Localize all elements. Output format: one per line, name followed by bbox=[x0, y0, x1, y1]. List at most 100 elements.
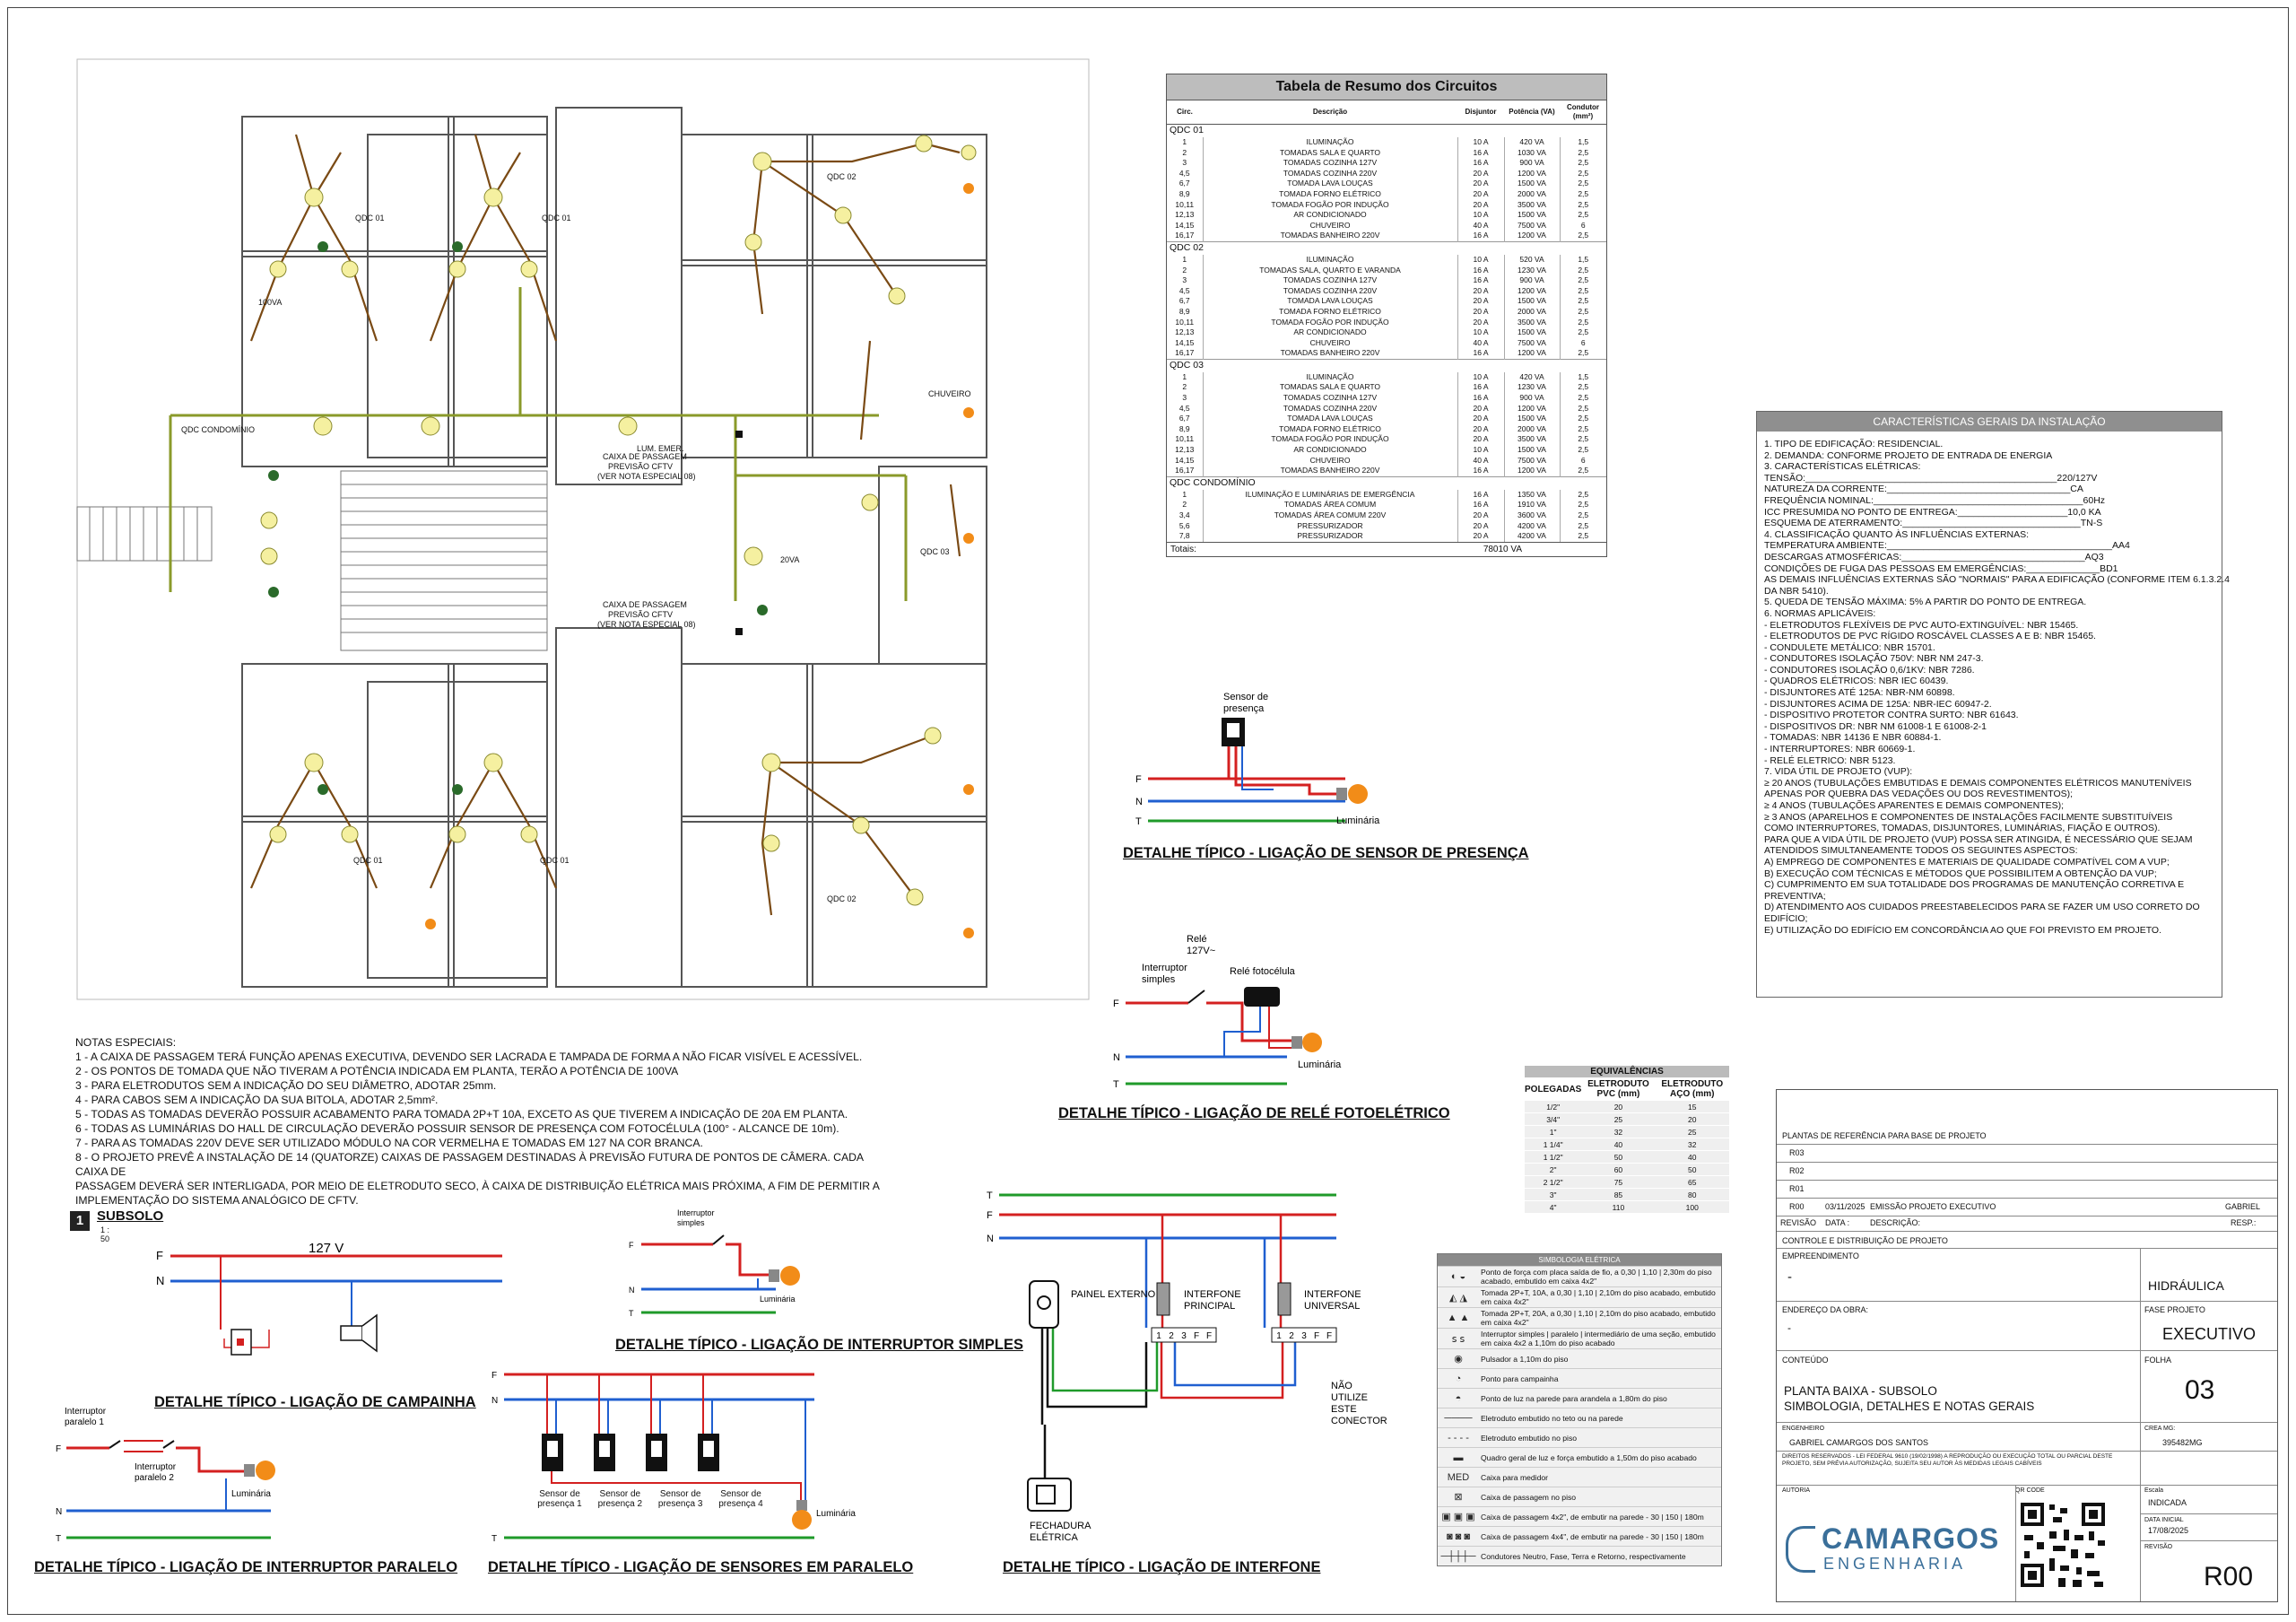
table-cell: 20 A bbox=[1457, 531, 1504, 542]
legend-item: ◭ ◮Tomada 2P+T, 10A, a 0,30 | 1,10 | 2,1… bbox=[1438, 1286, 1721, 1307]
paralelo-s1-label: Interruptor bbox=[65, 1407, 107, 1417]
table-cell: 1200 VA bbox=[1503, 168, 1560, 179]
table-cell: 1" bbox=[1525, 1125, 1582, 1138]
label-chuveiro: CHUVEIRO bbox=[928, 389, 971, 398]
table-cell: 6 bbox=[1559, 220, 1606, 231]
table-cell: 3 bbox=[1182, 158, 1187, 168]
table-cell: 12,13 bbox=[1175, 327, 1195, 337]
sensor-label: Sensor de bbox=[1223, 692, 1268, 702]
table-cell: 2,5 bbox=[1559, 348, 1606, 360]
tb-control: CONTROLE E DISTRIBUIÇÃO DE PROJETO bbox=[1782, 1236, 1948, 1245]
circuit-col-header: Descrição bbox=[1203, 100, 1457, 125]
table-cell: 6,7 bbox=[1178, 296, 1190, 306]
label-qdc-condominio: QDC CONDOMÍNIO bbox=[181, 425, 255, 434]
switch-label-2: simples bbox=[677, 1218, 705, 1227]
legend-item: ◔Ponto para campainha bbox=[1438, 1368, 1721, 1388]
table-cell: 15 bbox=[1655, 1101, 1729, 1113]
table-cell: TOMADAS COZINHA 220V bbox=[1202, 285, 1457, 297]
table-cell: 20 A bbox=[1457, 306, 1504, 318]
terminal-3: 3 bbox=[1181, 1331, 1187, 1341]
characteristics-line: ≥ 4 ANOS (TUBULAÇÕES APARENTES E DEMAIS … bbox=[1764, 800, 2065, 811]
table-cell: 2,5 bbox=[1559, 414, 1606, 424]
table-cell: TOMADA LAVA LOUÇAS bbox=[1202, 414, 1457, 424]
table-cell: 1910 VA bbox=[1503, 500, 1560, 510]
table-cell: 7500 VA bbox=[1503, 455, 1560, 467]
paralelo-s2-label: Interruptor bbox=[135, 1462, 177, 1472]
table-cell: 3500 VA bbox=[1503, 199, 1560, 211]
characteristics-line: - RELÉ ELETRICO: NBR 5123. bbox=[1764, 754, 1896, 766]
table-cell: 20 A bbox=[1457, 423, 1504, 435]
floor-box-icon: ⊠ bbox=[1454, 1492, 1463, 1503]
table-cell: 20 A bbox=[1457, 317, 1504, 328]
table-cell: TOMADAS COZINHA 220V bbox=[1202, 403, 1457, 414]
wire-n-label: N bbox=[56, 1507, 62, 1517]
table-cell: 2 bbox=[1182, 147, 1187, 157]
wall-lights bbox=[268, 241, 768, 795]
lower-apartments bbox=[241, 466, 987, 988]
table-cell: 2,5 bbox=[1559, 275, 1606, 286]
terminal-f1: F bbox=[1194, 1331, 1199, 1341]
switch-1-icon bbox=[109, 1440, 121, 1449]
paralelo-s2b-label: paralelo 2 bbox=[135, 1473, 174, 1483]
stairs bbox=[76, 470, 548, 651]
detail-interfone-diagram: 1 2 3 F F 1 2 3 F F T F N PAINEL EXTERNO… bbox=[987, 1190, 1387, 1543]
characteristics-line: 6. NORMAS APLICÁVEIS: bbox=[1764, 607, 1876, 619]
warning-label-2: UTILIZE bbox=[1331, 1392, 1368, 1403]
table-cell: 2,5 bbox=[1559, 531, 1606, 542]
legend-item: ▣ ▣ ▣Caixa de passagem 4x2", de embutir … bbox=[1438, 1506, 1721, 1526]
characteristics-title: CARACTERÍSTICAS GERAIS DA INSTALAÇÃO bbox=[1757, 412, 2222, 432]
table-cell: 2,5 bbox=[1559, 434, 1606, 446]
paralelo-s1b-label: paralelo 1 bbox=[65, 1417, 104, 1427]
table-cell: 10 A bbox=[1457, 137, 1504, 148]
main-conduits bbox=[169, 287, 908, 601]
table-cell: 1 bbox=[1182, 371, 1187, 381]
legend-item: ◙ ◙ ◙Caixa de passagem 4x4", de embutir … bbox=[1438, 1526, 1721, 1546]
legend-text: Caixa para medidor bbox=[1481, 1472, 1548, 1482]
table-cell: TOMADAS COZINHA 127V bbox=[1202, 158, 1457, 169]
label-100va: 100VA bbox=[258, 298, 282, 307]
table-cell: 3600 VA bbox=[1503, 510, 1560, 521]
table-cell: 2,5 bbox=[1559, 510, 1606, 521]
table-cell: 2,5 bbox=[1559, 393, 1606, 404]
table-cell: TOMADAS ÁREA COMUM bbox=[1202, 500, 1457, 510]
legend-item: ◐ ◒Ponto de força com placa saída de fio… bbox=[1438, 1266, 1721, 1286]
table-cell: TOMADAS COZINHA 127V bbox=[1202, 393, 1457, 404]
note-line: 3 - PARA ELETRODUTOS SEM A INDICAÇÃO DO … bbox=[75, 1079, 497, 1092]
wire-f-label: F bbox=[1113, 998, 1119, 1009]
sensor-3-label: Sensor de presença 3 bbox=[657, 1489, 703, 1509]
tb-rights: DIREITOS RESERVADOS - LEI FEDERAL 9610 (… bbox=[1782, 1453, 2113, 1467]
rele-lamp-label: Luminária bbox=[1298, 1060, 1342, 1070]
table-cell: 7500 VA bbox=[1503, 220, 1560, 231]
table-cell: 4200 VA bbox=[1503, 531, 1560, 542]
photocell-relay-icon bbox=[1244, 987, 1280, 1007]
circuit-total-value: 78010 VA bbox=[1483, 544, 1522, 554]
legend-text: Ponto de força com placa saída de fio, a… bbox=[1481, 1268, 1712, 1286]
characteristics-line: 4. CLASSIFICAÇÃO QUANTO ÀS INFLUÊNCIAS E… bbox=[1764, 528, 2030, 540]
table-cell: 1,5 bbox=[1559, 137, 1606, 148]
wire-t-label: T bbox=[491, 1534, 497, 1544]
characteristics-line: B) EXECUÇÃO COM TÉCNICAS E MÉTODOS QUE P… bbox=[1764, 868, 2157, 879]
legend-text: Eletroduto embutido no piso bbox=[1481, 1433, 1578, 1443]
sensor-2-label: Sensor de presença 2 bbox=[597, 1489, 643, 1509]
table-cell: 3 bbox=[1182, 393, 1187, 403]
tb-rev-r00-desc: EMISSÃO PROJETO EXECUTIVO bbox=[1870, 1202, 1996, 1211]
qr-code-icon bbox=[2017, 1499, 2109, 1591]
tb-autoria-label: AUTORIA bbox=[1782, 1487, 1810, 1494]
table-cell: 80 bbox=[1655, 1188, 1729, 1201]
table-cell: 20 bbox=[1655, 1112, 1729, 1126]
table-cell: 25 bbox=[1581, 1112, 1656, 1126]
circuit-total-label: Totais: bbox=[1170, 544, 1196, 554]
characteristics-line: 2. DEMANDA: CONFORME PROJETO DE ENTRADA … bbox=[1764, 449, 2053, 461]
characteristics-line: 1. TIPO DE EDIFICAÇÃO: RESIDENCIAL. bbox=[1764, 439, 1944, 449]
characteristics-panel: CARACTERÍSTICAS GERAIS DA INSTALAÇÃO 1. … bbox=[1756, 411, 2230, 998]
